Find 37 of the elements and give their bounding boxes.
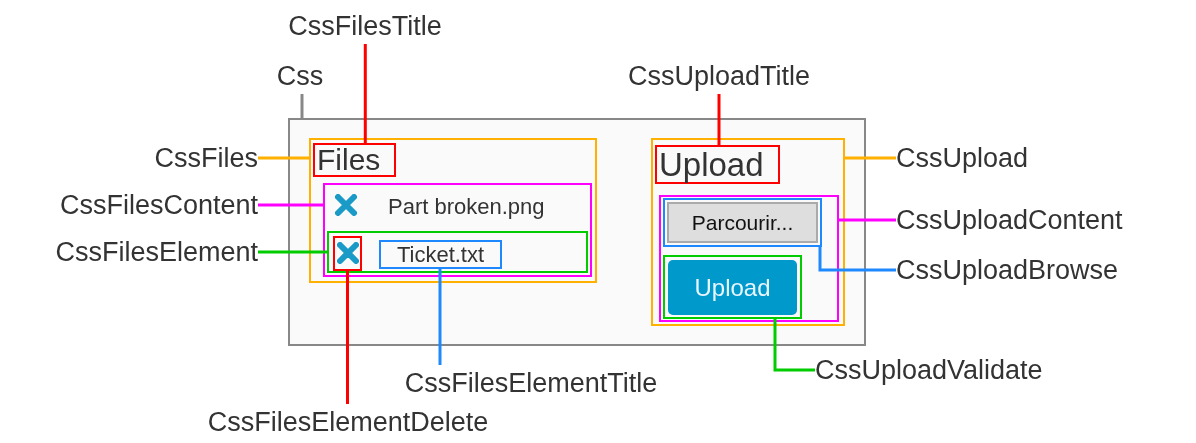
section-heading: Upload: [655, 145, 780, 184]
leader-line: [717, 94, 721, 145]
annotation-label: CssUploadBrowse: [896, 252, 1186, 288]
files-section-outline: [309, 138, 597, 283]
file-name: Ticket.txt: [379, 240, 502, 269]
annotation-label: Css: [276, 58, 324, 94]
annotation-label: CssFilesTitle: [268, 8, 462, 44]
leader-line: [300, 94, 304, 118]
leader-line: [818, 247, 896, 272]
annotation-label: CssFilesElementDelete: [178, 404, 518, 440]
content-outline: [323, 183, 592, 277]
annotation-label: CssFilesContent: [4, 187, 258, 223]
annotation-label: CssUploadTitle: [603, 58, 835, 94]
leader-line: [258, 203, 323, 207]
section-heading: Files: [313, 143, 396, 177]
upload-button: Upload: [668, 260, 797, 315]
leader-line: [839, 218, 896, 222]
annotation-label: CssUploadContent: [896, 202, 1192, 238]
leader-line: [845, 156, 896, 160]
panel-frame: [288, 118, 866, 346]
leader-line: [773, 319, 815, 372]
upload-section-outline: [651, 138, 845, 326]
annotation-label: CssFilesElement: [4, 234, 258, 270]
leader-line: [438, 269, 442, 365]
file-name: Part broken.png: [388, 193, 545, 221]
annotation-label: CssUpload: [896, 140, 1066, 176]
leader-line: [258, 250, 327, 254]
delete-outline: [333, 236, 362, 271]
leader-line: [346, 271, 349, 404]
leader-line: [258, 156, 309, 160]
annotation-label: CssFiles: [128, 140, 258, 176]
annotation-label: CssFilesElementTitle: [366, 365, 696, 401]
leader-line: [363, 44, 367, 143]
file-row-outline: [327, 231, 588, 273]
annotation-label: CssUploadValidate: [815, 352, 1115, 388]
content-outline: [659, 195, 839, 322]
browse-button: Parcourir...: [667, 202, 818, 243]
